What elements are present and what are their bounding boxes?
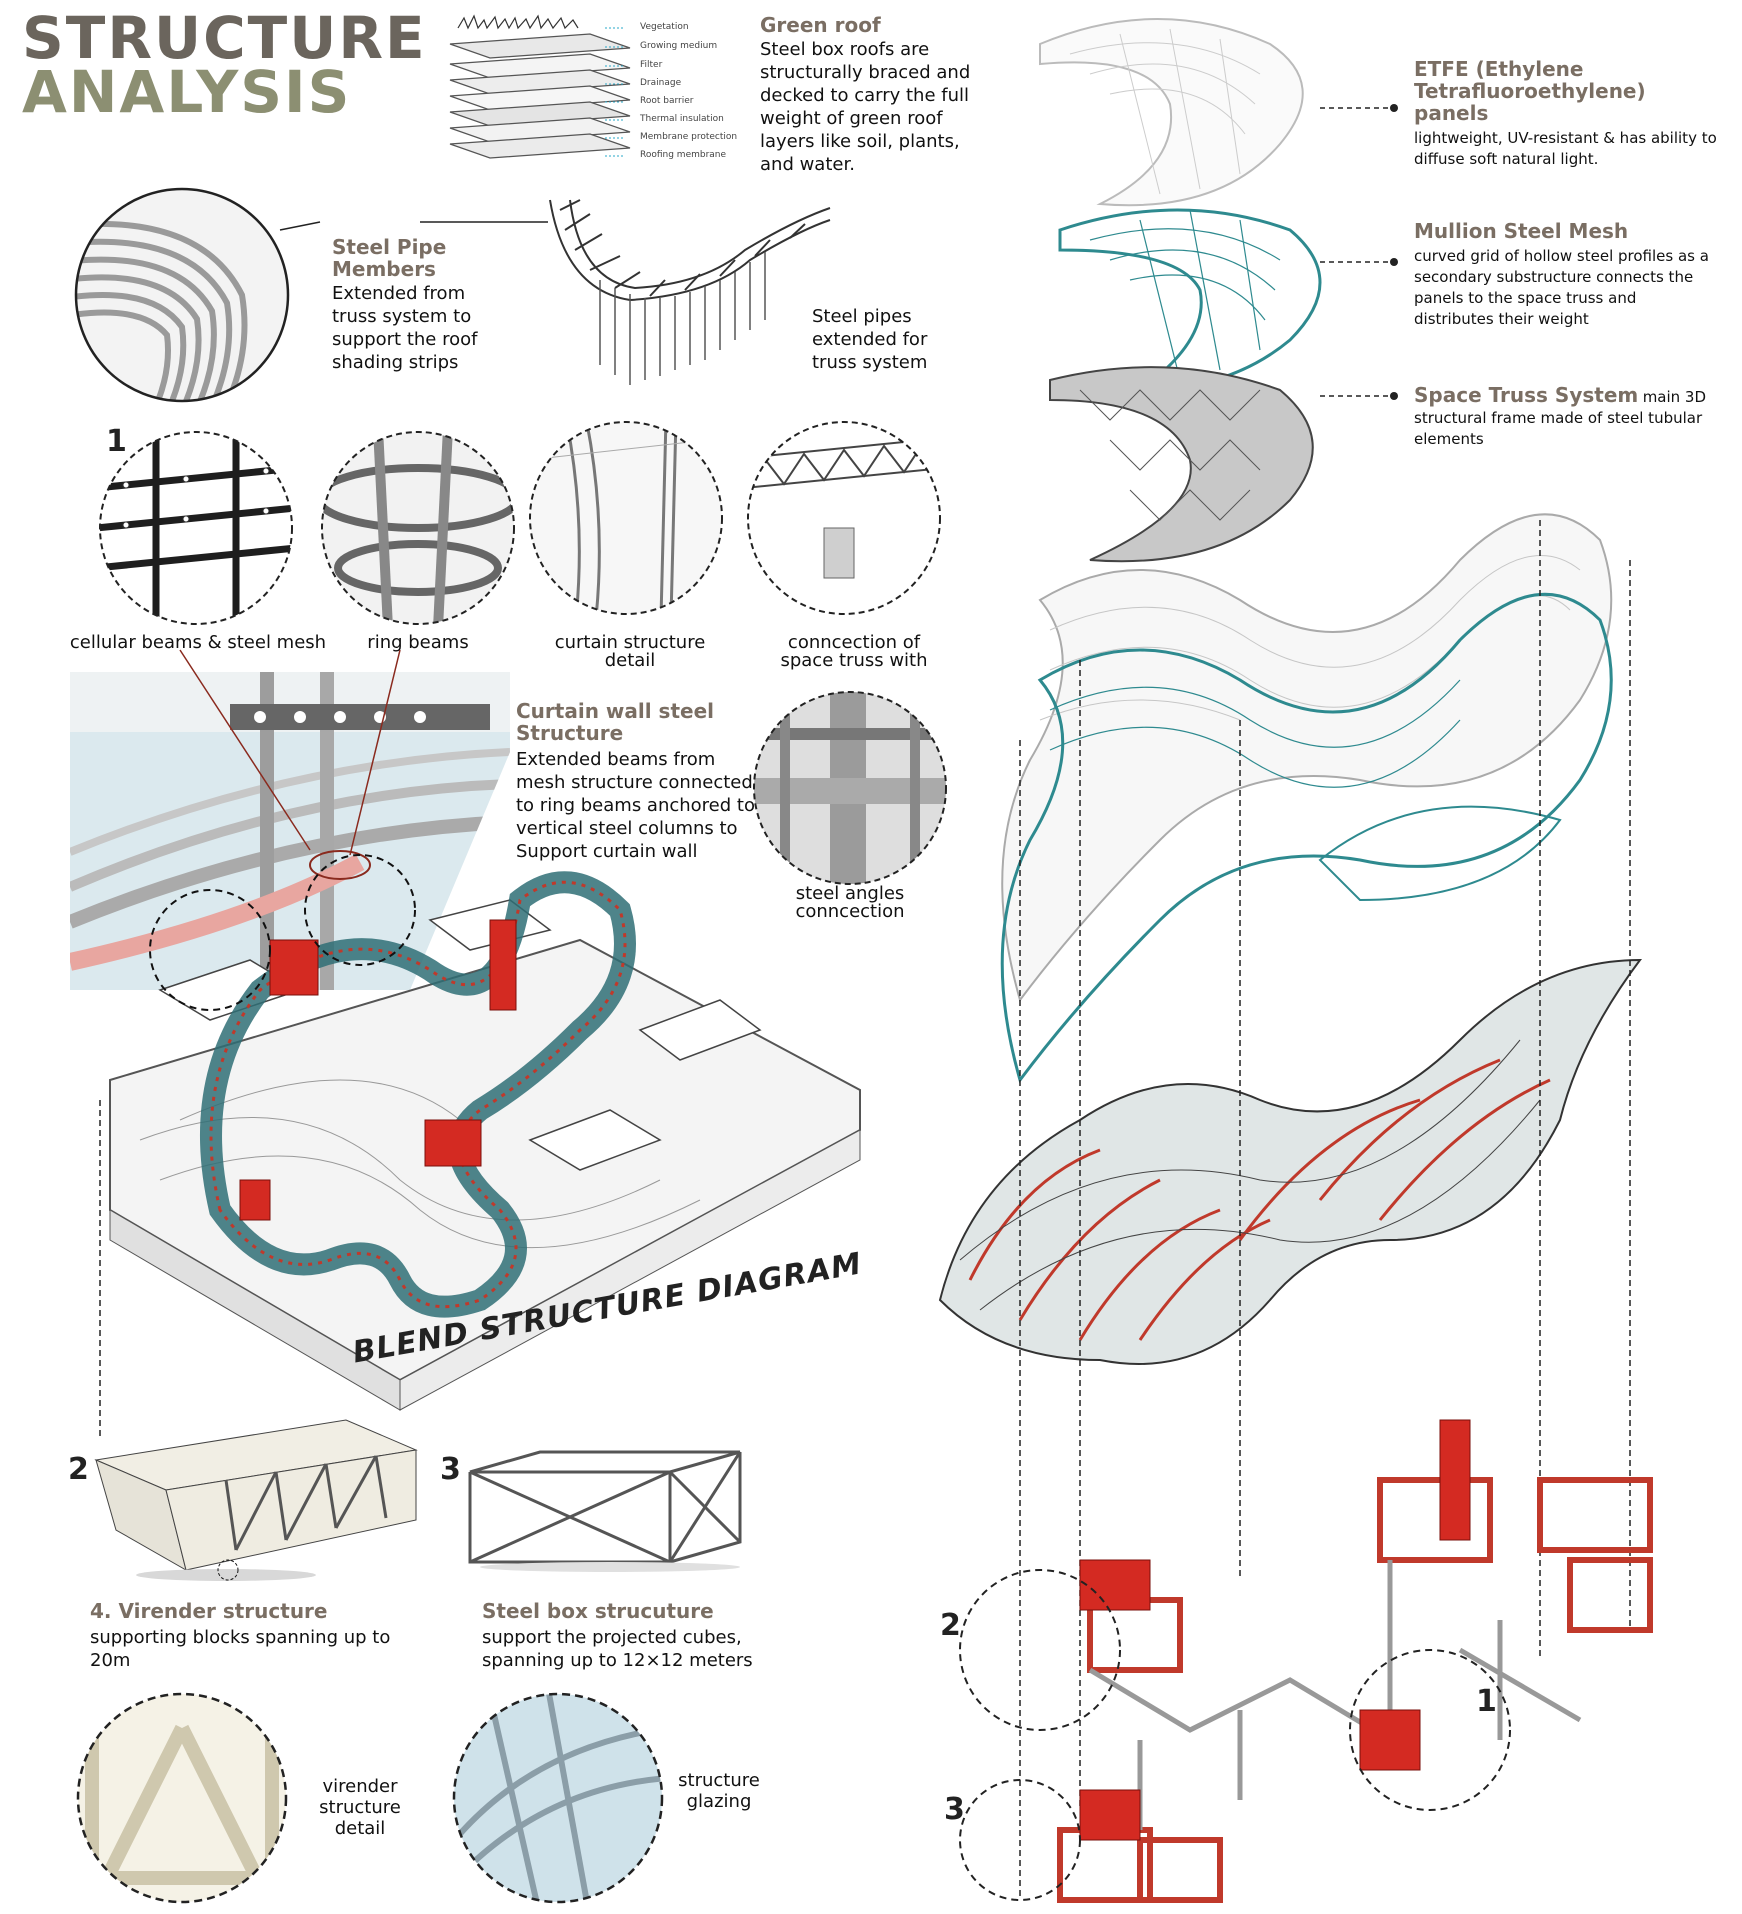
- detail-caption-cellular-beams: cellular beams & steel mesh: [69, 632, 327, 653]
- space-truss-connection-detail-circle: [747, 421, 941, 615]
- layer-label-growing-medium: Growing medium: [640, 41, 718, 51]
- layer-label-filter: Filter: [640, 60, 663, 70]
- layer-label-drainage: Drainage: [640, 78, 682, 88]
- steel-angles-detail-circle: [753, 691, 947, 885]
- blend-structure-diagram: [109, 854, 861, 1411]
- space-truss-text: main 3D structural frame made of steel t…: [1414, 388, 1707, 448]
- layer-label-roofing-membrane: Roofing membrane: [640, 150, 727, 160]
- right-detail-number-1: 1: [1476, 1684, 1497, 1719]
- virender-heading: 4. Virender structure: [90, 1599, 328, 1623]
- space-truss-block: Space Truss System main 3D structural fr…: [1414, 384, 1714, 450]
- steel-box-illustration: [468, 1450, 742, 1572]
- curtain-wall-heading: Curtain wall steel Structure: [516, 699, 714, 745]
- space-truss-layer: [1049, 366, 1314, 563]
- virender-detail-circle: [76, 1692, 288, 1904]
- layer-leader-lines: [1320, 104, 1398, 400]
- steel-box-text: support the projected cubes, spanning up…: [482, 1627, 753, 1671]
- curtain-wall-text: Extended beams from mesh structure conne…: [516, 749, 755, 862]
- steel-pipe-heading: Steel Pipe Members: [332, 235, 447, 281]
- etfe-heading: ETFE (Ethylene Tetrafluoroethylene) pane…: [1414, 57, 1646, 125]
- detail-number-1: 1: [106, 424, 127, 459]
- mullion-text: curved grid of hollow steel profiles as …: [1414, 247, 1709, 328]
- virender-detail-caption: virender structure detail: [319, 1776, 401, 1839]
- mullion-steel-mesh-layer: [1058, 208, 1322, 392]
- etfe-panels-layer: [1039, 18, 1304, 207]
- structure-glazing-caption: structure glazing: [678, 1770, 760, 1812]
- curtain-wall-render: [70, 672, 510, 990]
- layer-label-vegetation: Vegetation: [640, 22, 689, 32]
- curtain-structure-detail-circle: [529, 421, 723, 615]
- ring-beams-detail-circle: [321, 431, 515, 625]
- layer-label-thermal-insulation: Thermal insulation: [640, 114, 724, 124]
- steel-pipe-caption: Steel pipes extended for truss system: [812, 306, 928, 373]
- roof-shading-strips-detail-circle: [74, 187, 290, 403]
- virender-number: 2: [68, 1452, 89, 1487]
- right-detail-number-3: 3: [944, 1792, 965, 1827]
- right-detail-number-2: 2: [940, 1608, 961, 1643]
- steel-pipe-truss-illustration: [549, 199, 831, 385]
- green-roof-layers-illustration: [449, 14, 631, 159]
- layer-label-membrane-protection: Membrane protection: [640, 132, 738, 142]
- page-title-line2: ANALYSIS: [22, 58, 352, 126]
- etfe-text: lightweight, UV-resistant & has ability …: [1414, 129, 1717, 168]
- virender-structure-illustration: [94, 1419, 418, 1581]
- detail-caption-curtain-structure: curtain structure detail: [554, 632, 706, 671]
- steel-angles-caption: steel angles conncection: [795, 883, 905, 922]
- layer-label-root-barrier: Root barrier: [640, 96, 694, 106]
- dashed-guide-lines-left: [99, 1100, 101, 1440]
- leader-line: [279, 221, 548, 231]
- page-title-line1: STRUCTURE: [22, 4, 427, 72]
- exploded-axonometric-diagram: [938, 513, 1653, 1903]
- space-truss-heading: Space Truss System: [1414, 383, 1639, 407]
- green-roof-text: Steel box roofs are structurally braced …: [760, 39, 971, 175]
- mullion-heading: Mullion Steel Mesh: [1414, 219, 1629, 243]
- structure-glazing-detail-circle: [452, 1692, 664, 1904]
- curtain-wall-leader-lines: [179, 649, 401, 880]
- steel-box-number: 3: [440, 1452, 461, 1487]
- virender-text: supporting blocks spanning up to 20m: [90, 1627, 391, 1671]
- steel-box-heading: Steel box strucuture: [482, 1599, 714, 1623]
- green-roof-heading: Green roof: [760, 13, 881, 37]
- cellular-beams-detail-circle: [99, 431, 293, 625]
- detail-caption-ring-beams: ring beams: [367, 632, 469, 653]
- detail-caption-truss-connection: conncection of space truss with: [780, 632, 928, 671]
- steel-pipe-text: Extended from truss system to support th…: [332, 283, 478, 373]
